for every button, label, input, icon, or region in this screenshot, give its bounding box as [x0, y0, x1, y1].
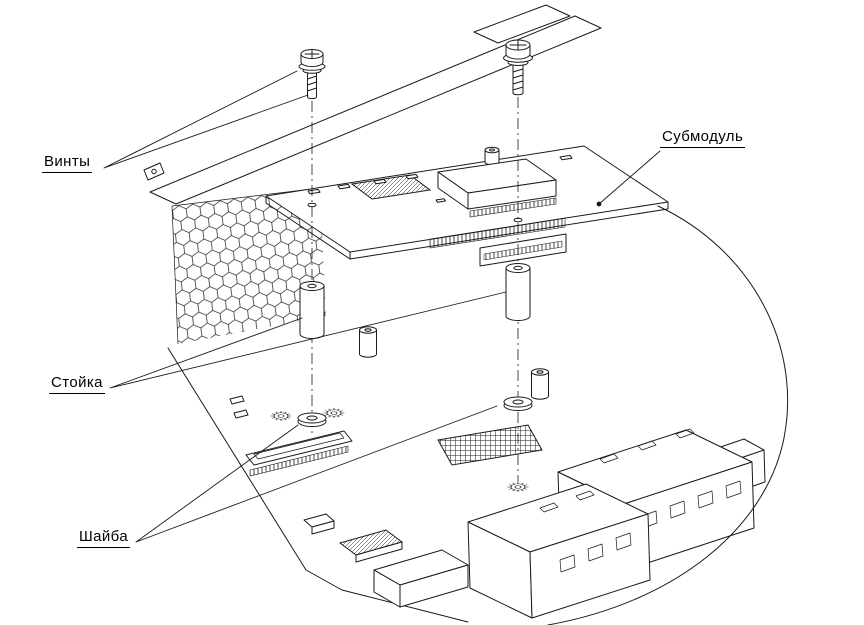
leader-washer	[135, 405, 498, 543]
chip-module	[437, 158, 557, 218]
small-parts	[229, 395, 404, 563]
leader-dot	[596, 201, 602, 207]
leader-lines	[103, 70, 661, 543]
spacer-right	[531, 368, 549, 400]
slot-connector	[245, 430, 353, 477]
standoff-right	[505, 263, 531, 321]
callout-submodule-text: Субмодуль	[662, 128, 744, 145]
screw-left	[298, 49, 326, 100]
chip-bga	[350, 174, 432, 200]
callout-screws-text: Винты	[44, 153, 91, 170]
mating-connector	[479, 233, 567, 267]
board-spacer-cylinder	[484, 146, 500, 166]
callout-standoff-text: Стойка	[51, 374, 103, 391]
leader-standoff	[109, 291, 507, 389]
callout-washer-label: Шайба	[77, 528, 131, 548]
callout-submodule-label: Субмодуль	[660, 128, 746, 148]
edge-pin-row	[429, 217, 566, 249]
pin-field-pad	[437, 424, 543, 466]
connector-block-front	[467, 483, 651, 619]
leader-screws	[103, 70, 309, 169]
submodule-board	[265, 145, 669, 267]
header-box	[373, 549, 469, 608]
washer-right	[503, 396, 533, 411]
screw-right	[503, 39, 533, 96]
motherboard	[167, 347, 766, 623]
phillips-slot-icon	[304, 50, 320, 58]
callout-washer-text: Шайба	[79, 528, 129, 545]
spacer-left	[359, 326, 377, 358]
panel-ear	[143, 162, 165, 181]
callout-screws-label: Винты	[42, 153, 93, 173]
callout-standoff-label: Стойка	[49, 374, 105, 394]
top-panel	[143, 4, 602, 205]
washer-left	[297, 412, 327, 427]
view-boundary-curve	[547, 205, 789, 625]
lock-washer-3	[507, 481, 529, 493]
leader-submodule	[598, 150, 661, 205]
board-components	[307, 154, 573, 203]
standoff-left	[299, 281, 325, 339]
lock-washer-1	[270, 410, 292, 422]
lock-washer-2	[323, 407, 345, 419]
phillips-slot-icon	[509, 40, 527, 50]
panel-tab	[473, 4, 571, 44]
